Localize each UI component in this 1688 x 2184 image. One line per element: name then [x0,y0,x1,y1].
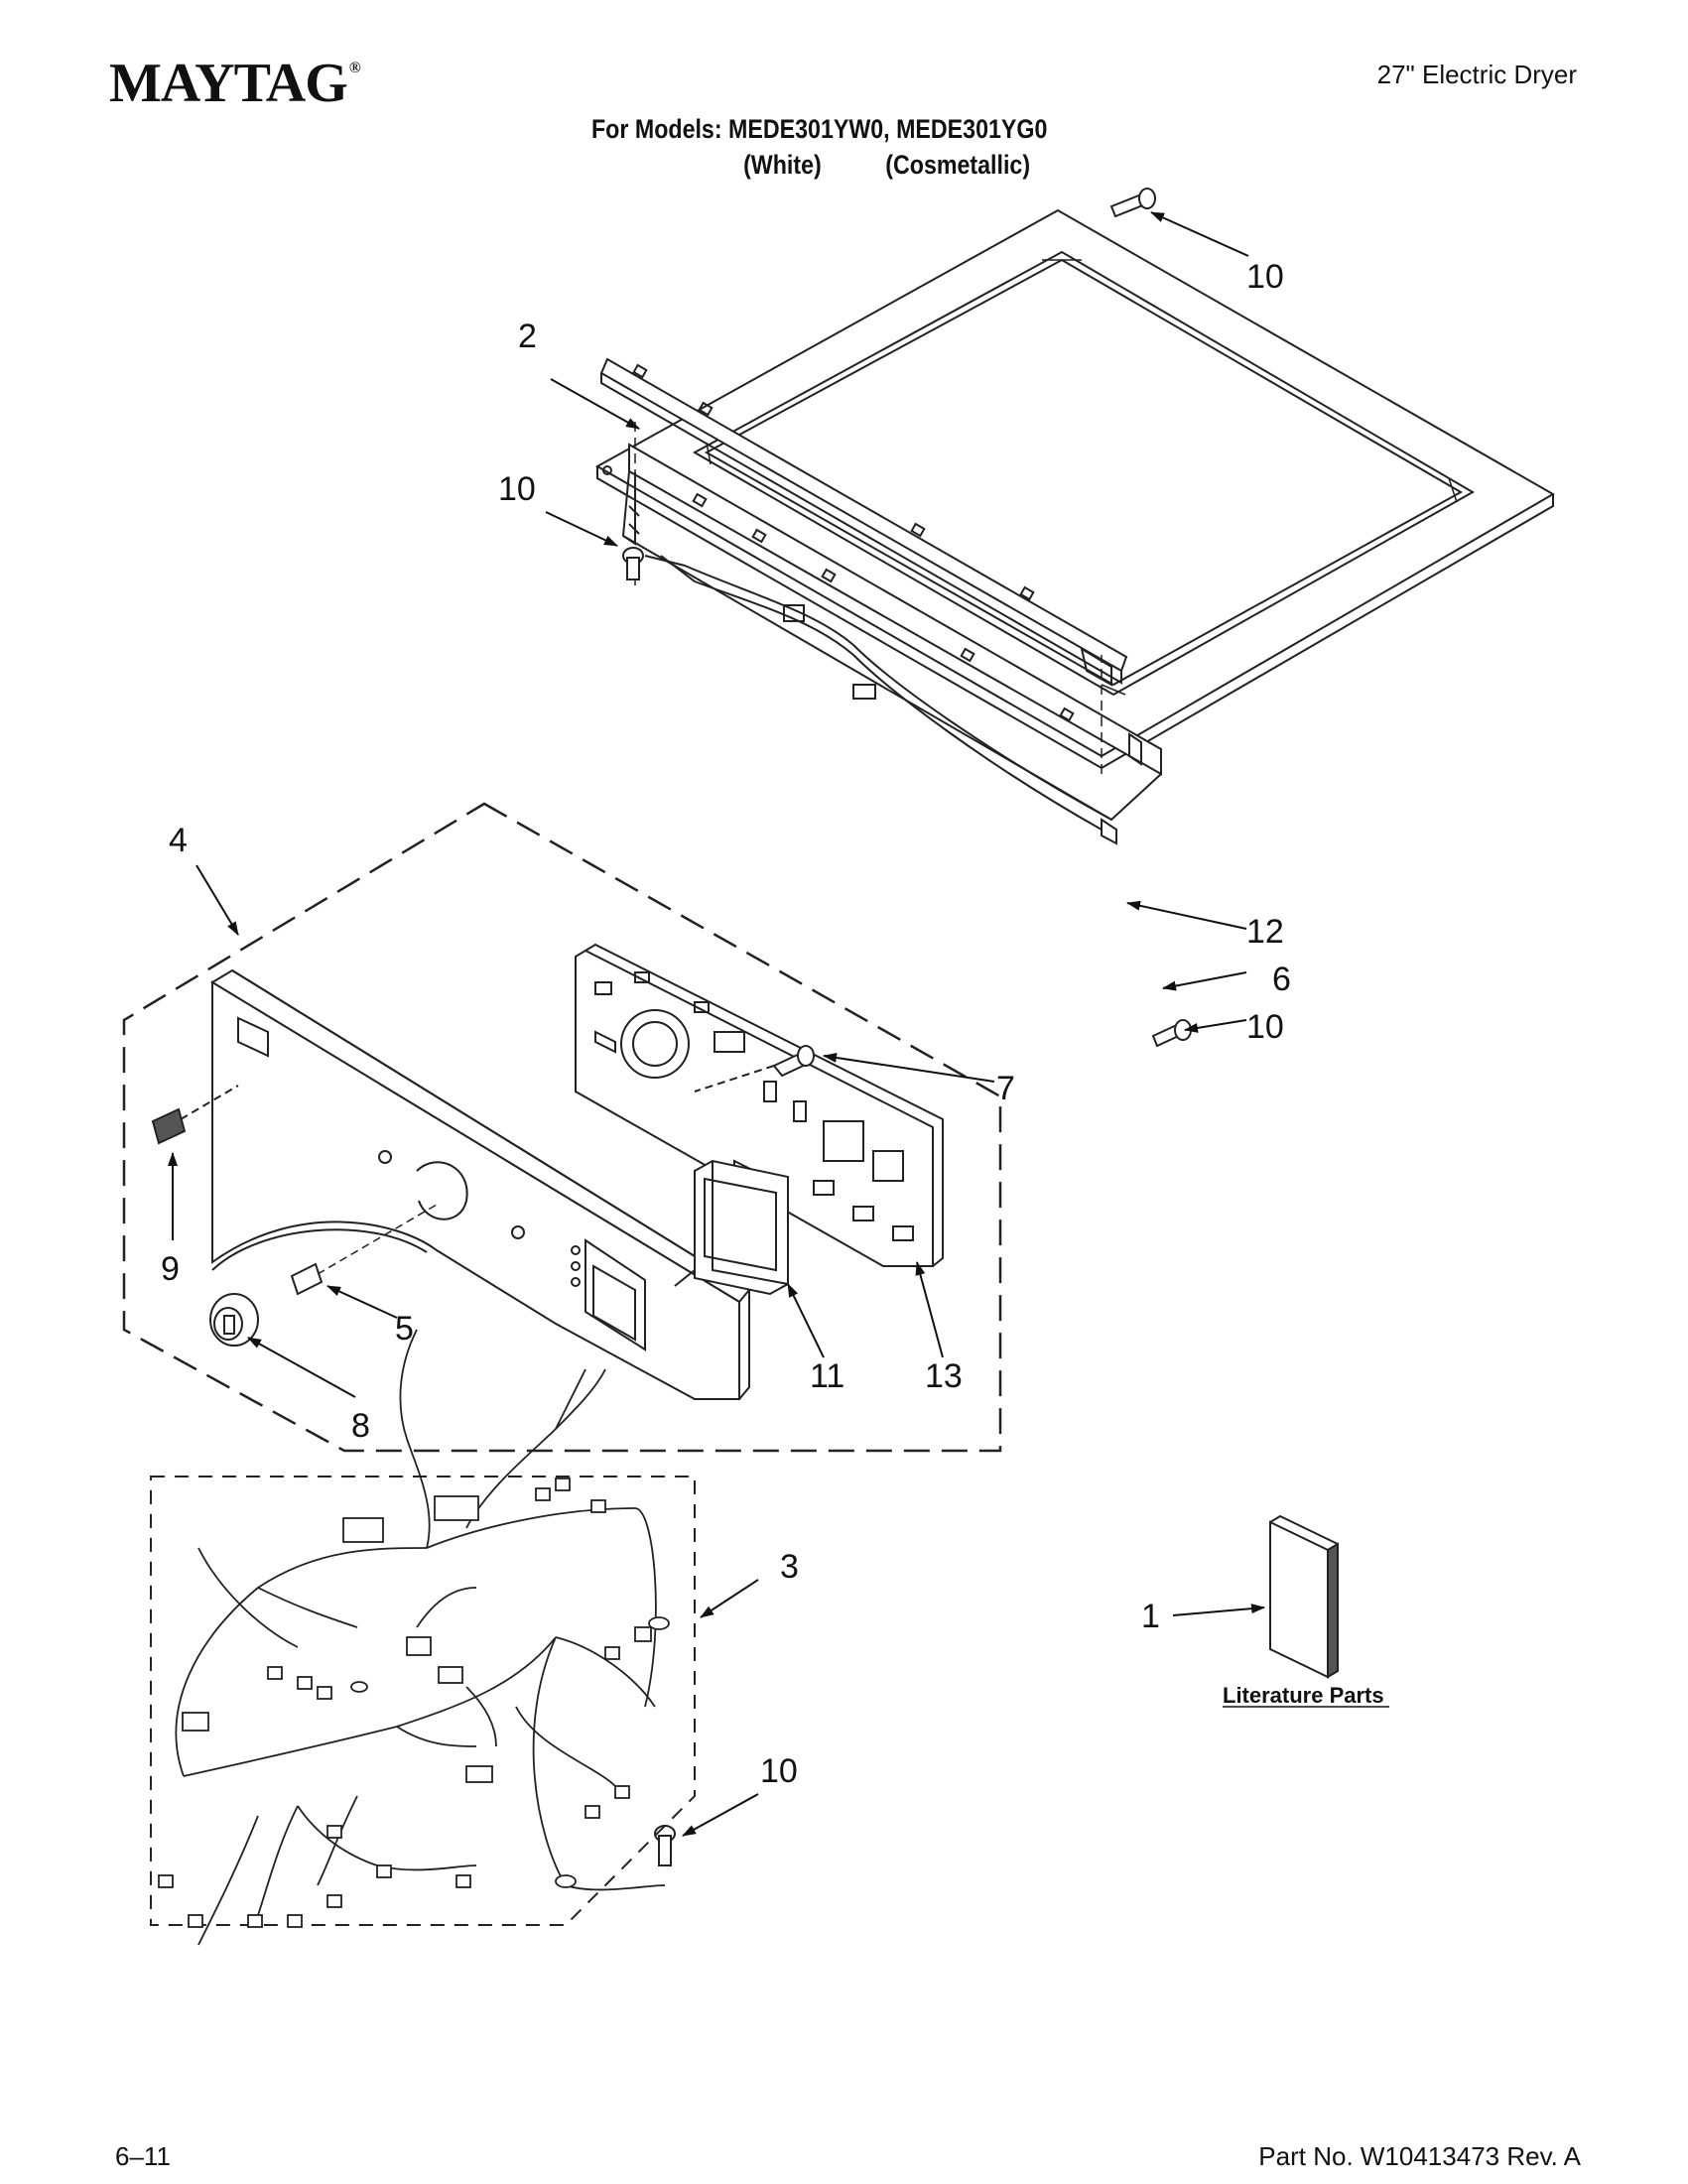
wire-harness [158,1329,670,1946]
page-number: 6–11 [115,2141,171,2171]
bracket-rail [599,357,1128,687]
callout-top-panel: 2 [518,318,537,355]
wire-harness-outline [150,1476,696,1926]
top-panel [594,208,1556,770]
callout-console-bracket: 6 [1272,961,1291,998]
callout-board-screw: 7 [996,1070,1015,1107]
callout-knob-shaft: 5 [395,1310,414,1348]
button-part [151,1085,239,1145]
callout-harness-screw: 10 [760,1752,798,1790]
knob-part [209,1293,259,1347]
callout-wire-harness: 3 [780,1548,799,1586]
brand-logo: MAYTAG® [109,52,361,115]
callout-side-screw: 10 [1246,1008,1284,1046]
side-screw [1151,1019,1192,1048]
board-screw [694,1045,815,1092]
product-title: 27" Electric Dryer [1376,60,1577,89]
callout-top-screw: 10 [1246,258,1284,296]
callout-control-board: 13 [925,1357,963,1395]
models-heading: For Models: MEDE301YW0, MEDE301YG0 (Whit… [591,111,1047,183]
console-panel [210,968,751,1400]
console-assembly-outline [122,802,1002,1453]
registered-mark: ® [348,60,361,76]
part-number: Part No. W10413473 Rev. A [1258,2141,1581,2171]
literature-booklet [1269,1514,1339,1679]
models-line: For Models: MEDE301YW0, MEDE301YG0 [591,114,1048,144]
bracket-screw [622,547,644,580]
literature-parts-label: Literature Parts [1223,1683,1384,1708]
callout-literature: 1 [1141,1598,1160,1635]
callout-display: 11 [810,1357,844,1395]
callout-bracket-screw: 10 [498,470,536,508]
callout-bracket-clip: 12 [1246,913,1284,951]
callout-knob: 8 [351,1407,370,1445]
top-screw [1109,188,1156,218]
callout-button: 9 [161,1250,180,1288]
knob-shaft-part [290,1262,324,1296]
leader-arrows [168,211,1265,1837]
brand-name: MAYTAG [109,53,348,114]
callout-console-assembly: 4 [169,822,188,859]
control-board [575,943,944,1267]
display-module [694,1159,789,1296]
models-colors: (White) (Cosmetallic) [743,150,1031,180]
